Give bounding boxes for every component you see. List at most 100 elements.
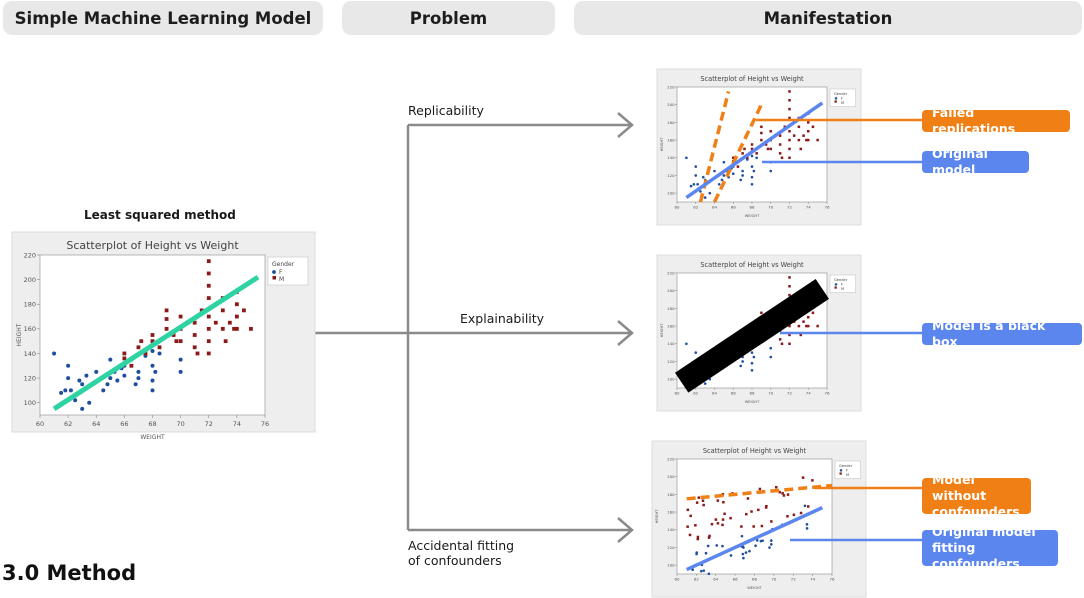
- data-point-male: [150, 333, 155, 337]
- x-axis-label: WEIGHT: [745, 214, 760, 218]
- data-point-male: [806, 129, 810, 133]
- data-point-male: [722, 500, 725, 504]
- legend-entry-m: M: [279, 276, 284, 283]
- data-point-male: [178, 314, 183, 319]
- y-tick-label: 140: [667, 527, 675, 532]
- data-point-male: [750, 147, 754, 151]
- legend-entry-m: M: [841, 101, 844, 105]
- data-point-male: [805, 324, 808, 328]
- data-point-male: [136, 345, 141, 350]
- data-point-female: [742, 546, 745, 549]
- y-tick-label: 160: [667, 137, 675, 142]
- data-point-female: [769, 169, 773, 173]
- data-point-female: [178, 357, 183, 362]
- legend-entry-m: M: [841, 287, 844, 291]
- data-point-male: [743, 147, 746, 151]
- legend-marker-m: [834, 100, 837, 103]
- callout-original-model: Original model: [922, 146, 1029, 177]
- data-point-male: [811, 311, 815, 315]
- data-point-male: [778, 134, 782, 137]
- data-point-male: [780, 342, 784, 346]
- data-point-male: [716, 522, 720, 525]
- data-point-female: [115, 378, 120, 383]
- data-point-male: [714, 518, 718, 521]
- legend-title: Gender: [834, 278, 848, 282]
- data-point-male: [788, 116, 791, 120]
- data-point-male: [242, 308, 246, 313]
- data-point-male: [192, 333, 197, 337]
- legend-title: Gender: [272, 261, 295, 268]
- legend-marker-f: [834, 283, 838, 286]
- data-point-female: [699, 190, 702, 193]
- data-point-female: [694, 351, 698, 354]
- x-tick-label: 72: [205, 420, 213, 428]
- scatter-chart-2: Scatterplot of Height vs WeightWEIGHTHEI…: [656, 68, 862, 226]
- data-point-male: [799, 511, 803, 515]
- section-title: 3.0 Method: [2, 561, 137, 585]
- data-point-male: [129, 363, 134, 368]
- data-point-male: [788, 333, 791, 337]
- x-tick-label: 62: [693, 391, 698, 396]
- chart-title: Scatterplot of Height vs Weight: [66, 239, 239, 252]
- data-point-female: [707, 572, 711, 576]
- x-tick-label: 64: [712, 205, 717, 210]
- y-tick-label: 160: [667, 509, 675, 514]
- y-tick-label: 220: [667, 456, 675, 461]
- y-tick-label: 120: [667, 173, 675, 178]
- data-point-male: [689, 514, 692, 518]
- data-point-male: [721, 518, 725, 521]
- data-point-male: [783, 125, 787, 129]
- legend-entry-f: F: [841, 97, 843, 101]
- x-tick-label: 60: [675, 391, 680, 396]
- x-axis-label: WEIGHT: [140, 434, 165, 441]
- data-point-male: [797, 125, 801, 129]
- data-point-male: [788, 324, 791, 328]
- data-point-female: [108, 376, 113, 381]
- y-axis-label: HEIGHT: [16, 323, 23, 346]
- data-point-male: [758, 487, 762, 491]
- data-point-female: [729, 554, 733, 557]
- data-point-male: [802, 320, 805, 323]
- data-point-male: [731, 156, 735, 160]
- data-point-male: [220, 308, 225, 313]
- data-point-male: [171, 333, 176, 337]
- data-point-female: [741, 169, 744, 173]
- data-point-male: [143, 351, 148, 356]
- x-tick-label: 76: [825, 391, 830, 396]
- data-point-female: [692, 182, 696, 186]
- data-point-male: [192, 320, 197, 325]
- data-point-male: [740, 525, 743, 528]
- data-point-male: [806, 138, 810, 142]
- data-point-male: [736, 165, 740, 168]
- x-tick-label: 66: [731, 205, 736, 210]
- data-point-female: [755, 538, 759, 542]
- data-point-female: [739, 364, 743, 368]
- x-tick-label: 62: [64, 420, 72, 428]
- data-point-male: [811, 479, 814, 482]
- data-point-female: [755, 156, 759, 160]
- data-point-female: [696, 182, 699, 186]
- legend-entry-f: F: [841, 283, 843, 287]
- data-point-male: [799, 333, 803, 337]
- y-tick-label: 140: [667, 155, 675, 160]
- problem-confounders-line1: Accidental fitting: [408, 538, 515, 553]
- legend-marker-f: [272, 270, 276, 274]
- data-point-male: [760, 125, 763, 129]
- problem-replicability: Replicability: [408, 103, 484, 118]
- data-point-male: [716, 499, 720, 502]
- data-point-female: [741, 552, 745, 556]
- y-tick-label: 200: [667, 102, 675, 107]
- x-tick-label: 70: [771, 577, 776, 582]
- y-tick-label: 120: [667, 359, 675, 364]
- data-point-male: [816, 138, 819, 142]
- callout-without-line2: confounders: [932, 504, 1020, 519]
- data-point-male: [797, 138, 801, 142]
- y-tick-label: 220: [667, 84, 675, 89]
- data-point-male: [788, 342, 791, 346]
- data-point-female: [84, 373, 89, 378]
- data-point-male: [164, 317, 169, 321]
- y-tick-label: 100: [667, 563, 675, 568]
- data-point-male: [174, 339, 179, 344]
- data-point-male: [206, 326, 211, 331]
- data-point-female: [803, 504, 807, 508]
